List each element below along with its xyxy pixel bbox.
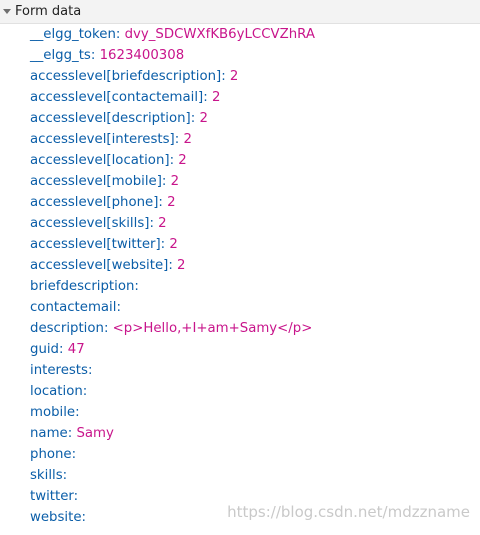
field-value: 2 bbox=[158, 216, 167, 231]
form-field-row[interactable]: accesslevel[location]: 2 bbox=[0, 150, 480, 171]
form-data-list: __elgg_token: dvy_SDCWXfKB6yLCCVZhRA __e… bbox=[0, 24, 480, 528]
field-separator: : bbox=[71, 447, 77, 462]
field-key: accesslevel[location] bbox=[30, 153, 170, 168]
field-separator: : bbox=[67, 426, 77, 441]
field-separator: : bbox=[90, 48, 100, 63]
form-field-row[interactable]: description: <p>Hello,+I+am+Samy</p> bbox=[0, 318, 480, 339]
field-key: accesslevel[briefdescription] bbox=[30, 69, 222, 84]
field-key: accesslevel[interests] bbox=[30, 132, 175, 147]
field-key: skills bbox=[30, 468, 63, 483]
field-key: accesslevel[phone] bbox=[30, 195, 159, 210]
field-key: accesslevel[website] bbox=[30, 258, 169, 273]
form-field-row[interactable]: accesslevel[description]: 2 bbox=[0, 108, 480, 129]
field-value: 2 bbox=[229, 69, 239, 84]
field-key: __elgg_token bbox=[30, 27, 116, 42]
field-separator: : bbox=[149, 216, 159, 231]
field-key: name bbox=[30, 426, 68, 441]
triangle-down-icon[interactable] bbox=[3, 9, 11, 14]
field-separator: : bbox=[161, 174, 171, 189]
field-key: phone bbox=[30, 447, 72, 462]
form-field-row[interactable]: contactemail: bbox=[0, 297, 480, 318]
field-key: accesslevel[contactemail] bbox=[30, 90, 204, 105]
field-separator: : bbox=[82, 384, 88, 399]
field-value: 2 bbox=[183, 132, 192, 147]
form-field-row[interactable]: __elgg_ts: 1623400308 bbox=[0, 45, 480, 66]
form-data-section-header[interactable]: Form data bbox=[0, 0, 480, 24]
field-key: mobile bbox=[30, 405, 76, 420]
field-value: dvy_SDCWXfKB6yLCCVZhRA bbox=[124, 27, 315, 42]
field-separator: : bbox=[158, 195, 168, 210]
form-field-row[interactable]: accesslevel[website]: 2 bbox=[0, 255, 480, 276]
field-value: Samy bbox=[76, 426, 114, 441]
form-field-row[interactable]: accesslevel[contactemail]: 2 bbox=[0, 87, 480, 108]
field-separator: : bbox=[81, 510, 86, 525]
form-field-row[interactable]: skills: bbox=[0, 465, 480, 486]
field-separator: : bbox=[168, 258, 178, 273]
field-separator: : bbox=[75, 405, 80, 420]
form-field-row[interactable]: __elgg_token: dvy_SDCWXfKB6yLCCVZhRA bbox=[0, 24, 480, 45]
field-key: __elgg_ts bbox=[30, 48, 91, 63]
field-separator: : bbox=[160, 237, 170, 252]
form-field-row[interactable]: phone: bbox=[0, 444, 480, 465]
field-value: 2 bbox=[178, 153, 187, 168]
form-field-row[interactable]: briefdescription: bbox=[0, 276, 480, 297]
form-field-row[interactable]: accesslevel[phone]: 2 bbox=[0, 192, 480, 213]
field-key: website bbox=[30, 510, 82, 525]
field-value: 2 bbox=[170, 174, 180, 189]
field-separator: : bbox=[169, 153, 179, 168]
field-separator: : bbox=[115, 27, 125, 42]
form-field-row[interactable]: accesslevel[briefdescription]: 2 bbox=[0, 66, 480, 87]
field-key: briefdescription bbox=[30, 279, 135, 294]
form-field-row[interactable]: location: bbox=[0, 381, 480, 402]
field-value: <p>Hello,+I+am+Samy</p> bbox=[112, 321, 313, 336]
field-key: contactemail bbox=[30, 300, 117, 315]
field-key: accesslevel[mobile] bbox=[30, 174, 162, 189]
field-key: location bbox=[30, 384, 83, 399]
field-value: 1623400308 bbox=[99, 48, 185, 63]
field-value: 2 bbox=[211, 90, 221, 105]
form-field-row[interactable]: accesslevel[skills]: 2 bbox=[0, 213, 480, 234]
field-key: guid bbox=[30, 342, 60, 357]
field-value: 2 bbox=[199, 111, 208, 126]
form-field-row[interactable]: guid: 47 bbox=[0, 339, 480, 360]
field-separator: : bbox=[203, 90, 212, 105]
field-key: interests bbox=[30, 363, 88, 378]
form-field-row[interactable]: name: Samy bbox=[0, 423, 480, 444]
field-separator: : bbox=[87, 363, 93, 378]
field-separator: : bbox=[59, 342, 68, 357]
form-field-row[interactable]: accesslevel[twitter]: 2 bbox=[0, 234, 480, 255]
field-separator: : bbox=[62, 468, 68, 483]
field-separator: : bbox=[221, 69, 230, 84]
field-key: description bbox=[30, 321, 104, 336]
field-separator: : bbox=[73, 489, 79, 504]
form-field-row[interactable]: website: bbox=[0, 507, 480, 528]
field-value: 47 bbox=[67, 342, 85, 357]
watermark: https://blog.csdn.net/mdzzname bbox=[227, 503, 470, 521]
form-field-row[interactable]: accesslevel[interests]: 2 bbox=[0, 129, 480, 150]
field-value: 2 bbox=[177, 258, 186, 273]
field-key: twitter bbox=[30, 489, 74, 504]
field-key: accesslevel[description] bbox=[30, 111, 191, 126]
field-separator: : bbox=[174, 132, 184, 147]
form-field-row[interactable]: interests: bbox=[0, 360, 480, 381]
field-key: accesslevel[skills] bbox=[30, 216, 150, 231]
field-value: 2 bbox=[167, 195, 176, 210]
form-field-row[interactable]: mobile: bbox=[0, 402, 480, 423]
field-separator: : bbox=[116, 300, 121, 315]
field-value: 2 bbox=[169, 237, 178, 252]
field-separator: : bbox=[103, 321, 113, 336]
form-field-row[interactable]: accesslevel[mobile]: 2 bbox=[0, 171, 480, 192]
section-title: Form data bbox=[15, 4, 82, 19]
field-separator: : bbox=[190, 111, 200, 126]
field-separator: : bbox=[134, 279, 139, 294]
form-field-row[interactable]: twitter: bbox=[0, 486, 480, 507]
field-key: accesslevel[twitter] bbox=[30, 237, 161, 252]
